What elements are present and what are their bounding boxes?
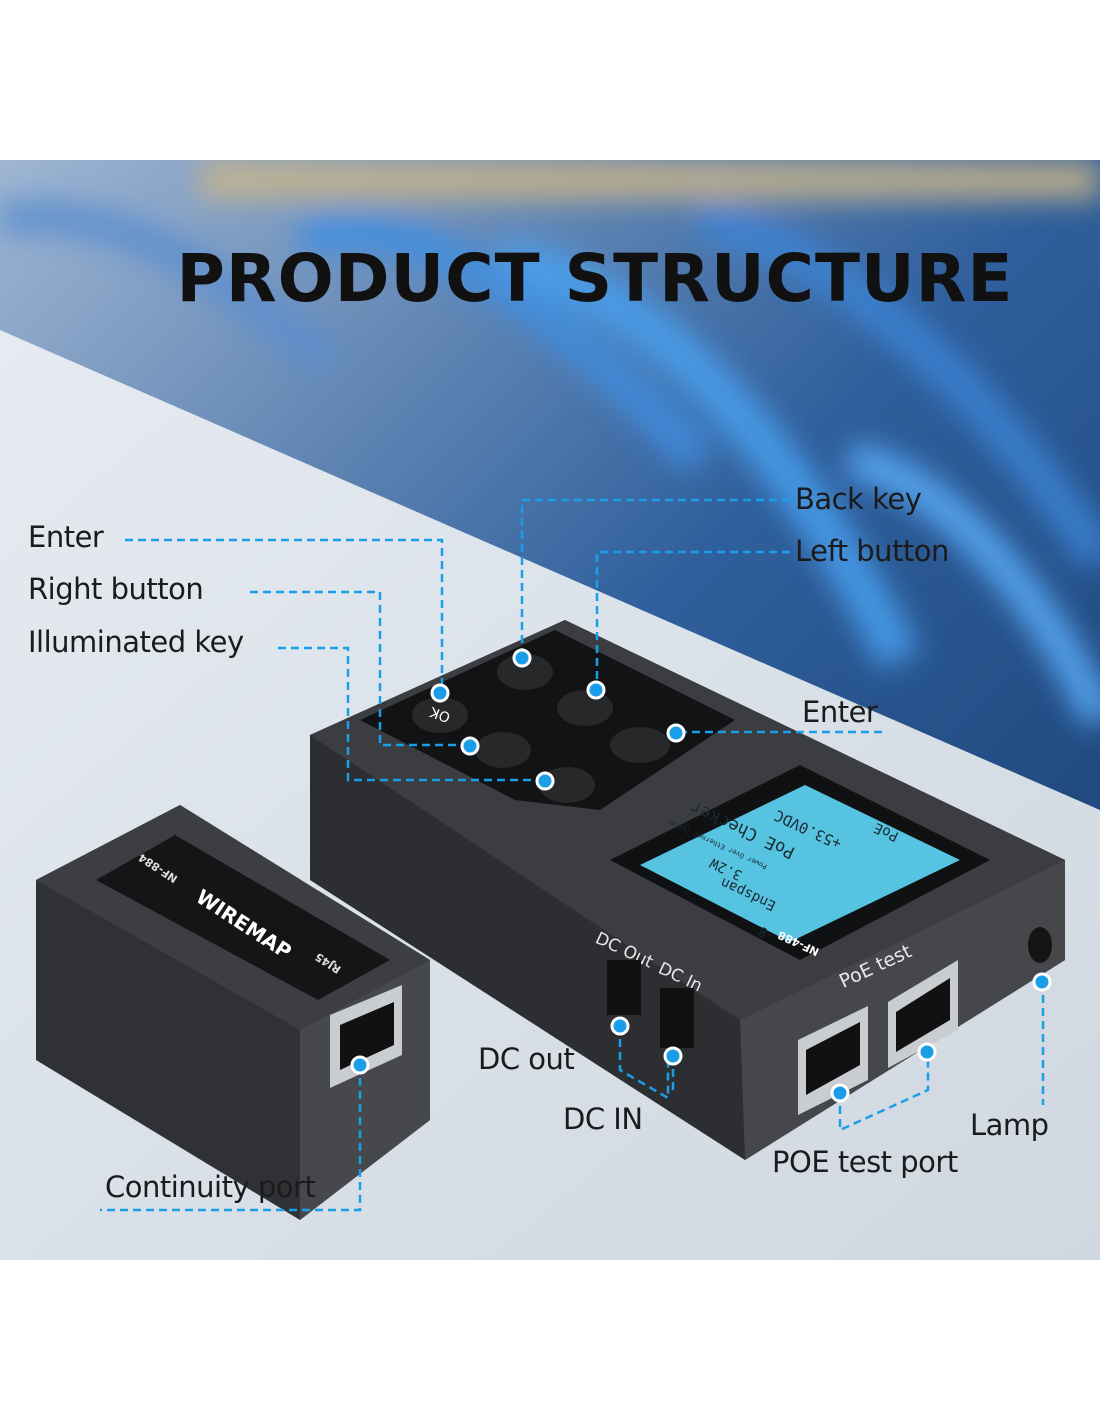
label-enter-right: Enter bbox=[802, 695, 878, 729]
label-left-button: Left button bbox=[795, 534, 949, 568]
label-dc-out: DC out bbox=[478, 1042, 575, 1076]
ok-key-label: OK bbox=[427, 703, 452, 725]
label-lamp: Lamp bbox=[970, 1108, 1049, 1142]
product-photo: WIREMAP NF-884 RJ45 OK bbox=[0, 160, 1100, 1260]
poe-checker-main-unit: OK PoE Checker Power Over Ethernet Teste… bbox=[310, 620, 1065, 1160]
left-key bbox=[557, 690, 613, 726]
dc-out-jack bbox=[607, 960, 641, 1015]
lamp bbox=[1028, 927, 1052, 963]
page-title: PRODUCT STRUCTURE bbox=[176, 240, 1014, 317]
lcd-screen bbox=[640, 785, 960, 942]
illuminated-key bbox=[610, 727, 670, 763]
dc-in-jack bbox=[660, 988, 694, 1048]
right-key bbox=[475, 732, 531, 768]
label-right-button: Right button bbox=[28, 572, 204, 606]
remote-label-panel bbox=[96, 835, 390, 1000]
label-dc-in: DC IN bbox=[563, 1102, 643, 1136]
keypad-panel bbox=[360, 630, 735, 810]
callout-dots bbox=[350, 648, 1052, 1103]
product-illustration: WIREMAP NF-884 RJ45 OK bbox=[0, 160, 1100, 1260]
back-key bbox=[497, 654, 553, 690]
label-back-key: Back key bbox=[795, 482, 922, 516]
label-enter-left: Enter bbox=[28, 520, 104, 554]
blurred-cables bbox=[0, 160, 1100, 728]
wiremap-remote-unit: WIREMAP NF-884 RJ45 bbox=[36, 805, 430, 1220]
ok-key bbox=[412, 697, 468, 733]
label-poe-test-port: POE test port bbox=[772, 1145, 958, 1179]
label-illuminated-key: Illuminated key bbox=[28, 625, 244, 659]
label-continuity-port: Continuity port bbox=[105, 1170, 316, 1204]
